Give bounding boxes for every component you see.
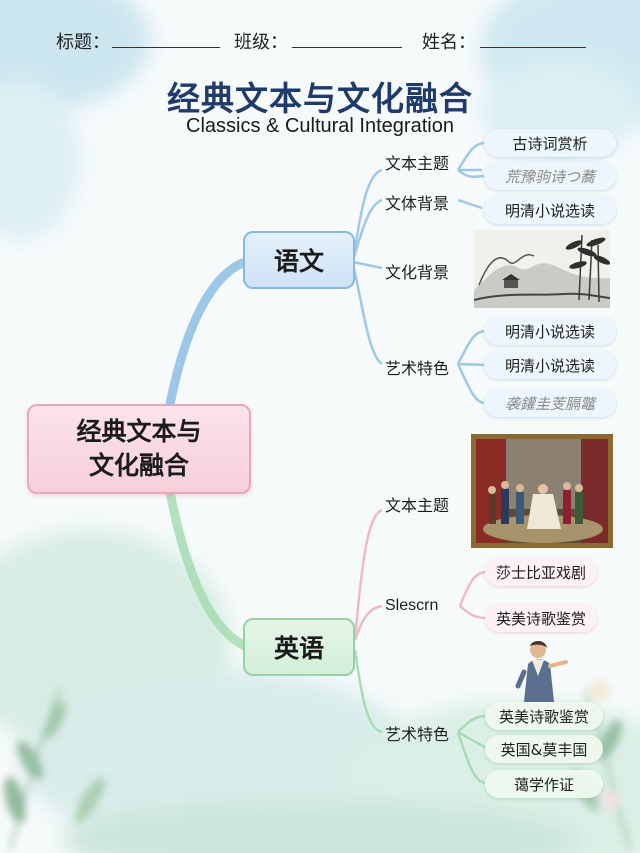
leaf-poetry-faded[interactable]: 荒豫驹诗つ蕎 bbox=[484, 162, 616, 190]
leaf-ancient-poetry[interactable]: 古诗词赏析 bbox=[484, 129, 616, 157]
leaf-shakespeare[interactable]: 莎士比亚戏剧 bbox=[485, 558, 597, 586]
chinese-branch-cultural-background[interactable]: 文化背景 bbox=[385, 263, 450, 282]
name-field-label: 姓名： bbox=[422, 32, 476, 53]
chinese-branch-text-theme[interactable]: 文本主题 bbox=[385, 154, 450, 173]
leaf-anglo-american-poetry-2[interactable]: 英美诗歌鉴赏 bbox=[485, 702, 603, 730]
leaf-britain-and-america[interactable]: 英国&莫丰国 bbox=[485, 735, 603, 763]
chinese-branch-genre-background[interactable]: 文体背景 bbox=[385, 194, 450, 213]
english-branch-text-theme[interactable]: 文本主题 bbox=[385, 496, 450, 515]
page-subtitle: Classics & Cultural Integration bbox=[186, 115, 454, 137]
leaf-ming-qing-novels-3[interactable]: 明清小说选读 bbox=[484, 351, 616, 379]
poet-figure-illustration bbox=[515, 640, 568, 702]
class-field-label: 班级： bbox=[234, 32, 288, 53]
english-branch-slescrn[interactable]: Slescrn bbox=[385, 597, 439, 614]
leaf-artistic-faded[interactable]: 袭鑵圭芰膈鼈 bbox=[484, 389, 616, 417]
name-field-line[interactable] bbox=[480, 47, 586, 48]
leaf-ming-qing-novels-2[interactable]: 明清小说选读 bbox=[484, 317, 616, 345]
root-node-line2: 文化融合 bbox=[88, 451, 189, 480]
leaf-anglo-american-poetry[interactable]: 英美诗歌鉴赏 bbox=[485, 604, 597, 632]
chinese-branch-artistic-features[interactable]: 艺术特色 bbox=[385, 359, 450, 378]
english-node[interactable]: 英语 bbox=[243, 618, 355, 676]
leaf-decoration-left bbox=[4, 689, 105, 851]
leaf-ming-qing-novels[interactable]: 明清小说选读 bbox=[484, 196, 616, 224]
page-title: 经典文本与文化融合 bbox=[167, 79, 473, 118]
root-node[interactable]: 经典文本与 文化融合 bbox=[27, 404, 251, 494]
leaf-literature-works[interactable]: 蔼学作证 bbox=[485, 770, 603, 798]
title-field-label: 标题： bbox=[56, 32, 110, 53]
english-branch-artistic-features[interactable]: 艺术特色 bbox=[385, 725, 450, 744]
theater-scene-painting bbox=[471, 434, 613, 548]
class-field-line[interactable] bbox=[292, 47, 402, 48]
chinese-node[interactable]: 语文 bbox=[243, 231, 355, 289]
ink-landscape-painting bbox=[474, 230, 610, 308]
root-node-line1: 经典文本与 bbox=[76, 417, 202, 446]
title-field-line[interactable] bbox=[112, 47, 220, 48]
